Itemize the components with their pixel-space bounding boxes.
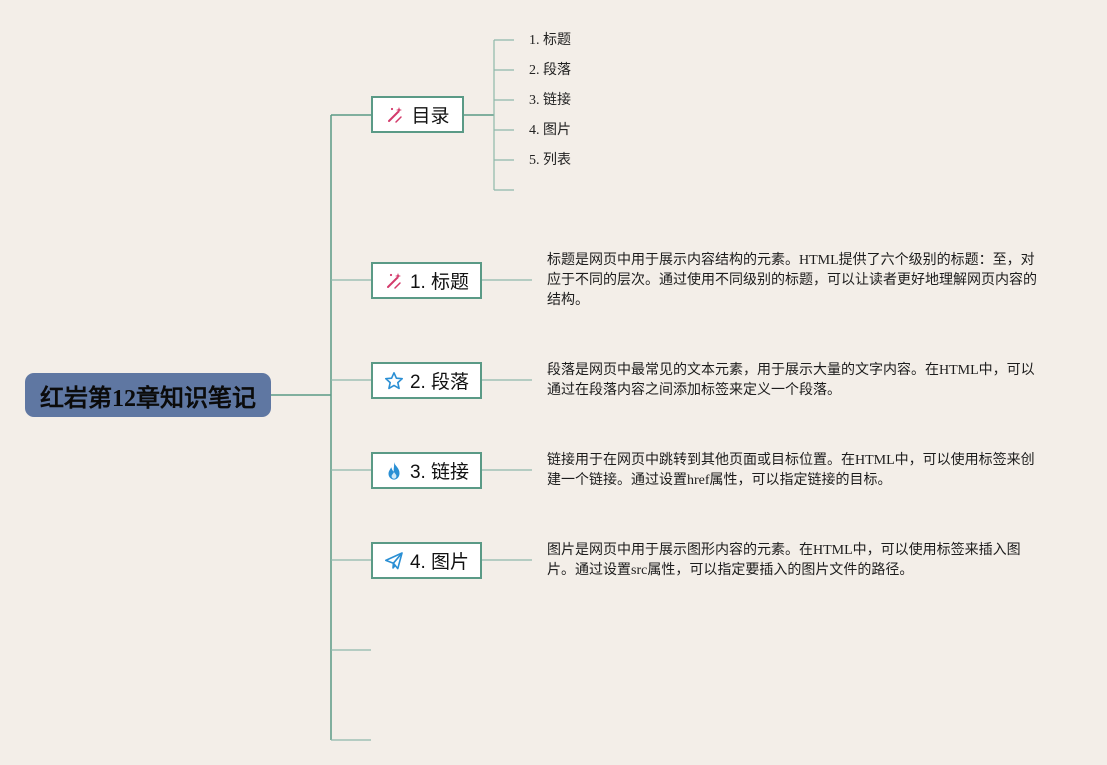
toc-item-label: 5. 列表 [529,153,571,168]
root-title: 红岩第12章知识笔记 [40,385,256,412]
branch-node-image[interactable]: 4. 图片 [371,542,482,579]
branch-description-image: 图片是网页中用于展示图形内容的元素。在HTML中，可以使用标签来插入图片。通过设… [547,543,1021,578]
branch-label-heading: 1. 标题 [409,272,470,293]
branch-node-paragraph[interactable]: 2. 段落 [371,362,482,399]
branch-label-image: 4. 图片 [409,552,470,573]
toc-item[interactable]: 2. 段落 [529,63,571,79]
toc-item[interactable]: 4. 图片 [529,123,571,139]
toc-item-connectors [494,39,514,191]
toc-item-label: 3. 链接 [529,93,571,108]
branch-label-toc: 目录 [411,106,450,127]
branch-node-toc[interactable]: 目录 [371,96,464,133]
branch-description-paragraph: 段落是网页中最常见的文本元素，用于展示大量的文字内容。在HTML中，可以通过在段… [547,363,1035,398]
branch-node-link[interactable]: 3. 链接 [371,452,482,489]
toc-item[interactable]: 1. 标题 [529,33,571,49]
magic-wand-icon [384,271,404,291]
root-topic[interactable]: 红岩第12章知识笔记 [25,373,271,417]
branch-description-link: 链接用于在网页中跳转到其他页面或目标位置。在HTML中，可以使用标签来创建一个链… [547,453,1035,488]
toc-item[interactable]: 5. 列表 [529,153,571,169]
flame-icon [384,461,404,481]
toc-item-label: 2. 段落 [529,63,571,78]
branch-description-heading: 标题是网页中用于展示内容结构的元素。HTML提供了六个级别的标题：至，对应于不同… [547,253,1037,308]
toc-item[interactable]: 3. 链接 [529,93,571,109]
star-icon [384,371,404,391]
toc-item-label: 4. 图片 [529,123,571,138]
magic-wand-icon [385,105,405,125]
paper-plane-icon [384,551,404,571]
branch-node-heading[interactable]: 1. 标题 [371,262,482,299]
branch-label-link: 3. 链接 [409,462,470,483]
toc-item-label: 1. 标题 [529,33,571,48]
branch-label-paragraph: 2. 段落 [409,372,470,393]
